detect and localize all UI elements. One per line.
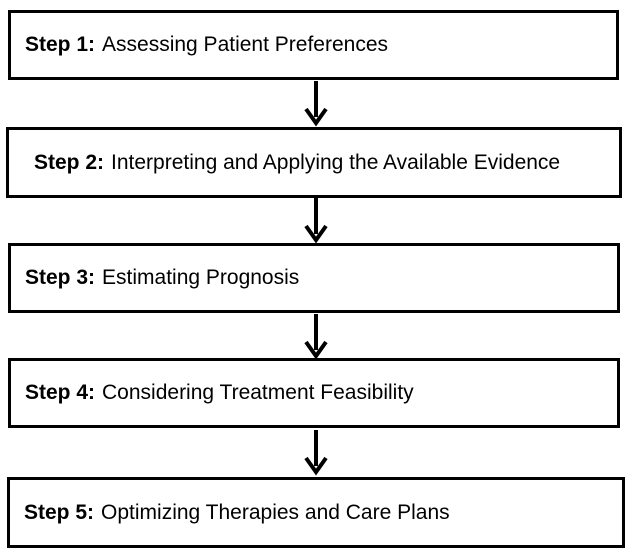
- step-5-text: Optimizing Therapies and Care Plans: [101, 500, 450, 524]
- step-3-text: Estimating Prognosis: [102, 266, 300, 289]
- step-1-box: Step 1: Assessing Patient Preferences: [8, 10, 619, 80]
- step-4-text: Considering Treatment Feasibility: [102, 381, 414, 404]
- down-arrow-3: [304, 314, 328, 360]
- step-3-number: Step 3:: [25, 266, 96, 289]
- step-5-box: Step 5: Optimizing Therapies and Care Pl…: [7, 477, 625, 548]
- step-4-number: Step 4:: [25, 381, 96, 404]
- step-3-box: Step 3: Estimating Prognosis: [8, 243, 620, 313]
- down-arrow-2: [304, 198, 328, 244]
- step-2-number: Step 2:: [34, 150, 105, 174]
- step-5-number: Step 5:: [24, 500, 95, 524]
- down-arrow-4: [304, 430, 328, 476]
- step-4-box: Step 4: Considering Treatment Feasibilit…: [8, 358, 620, 428]
- step-2-text: Interpreting and Applying the Available …: [111, 150, 561, 174]
- step-1-text: Assessing Patient Preferences: [102, 33, 388, 56]
- step-2-box: Step 2: Interpreting and Applying the Av…: [6, 127, 622, 198]
- step-1-number: Step 1:: [25, 33, 96, 56]
- down-arrow-1: [304, 81, 328, 127]
